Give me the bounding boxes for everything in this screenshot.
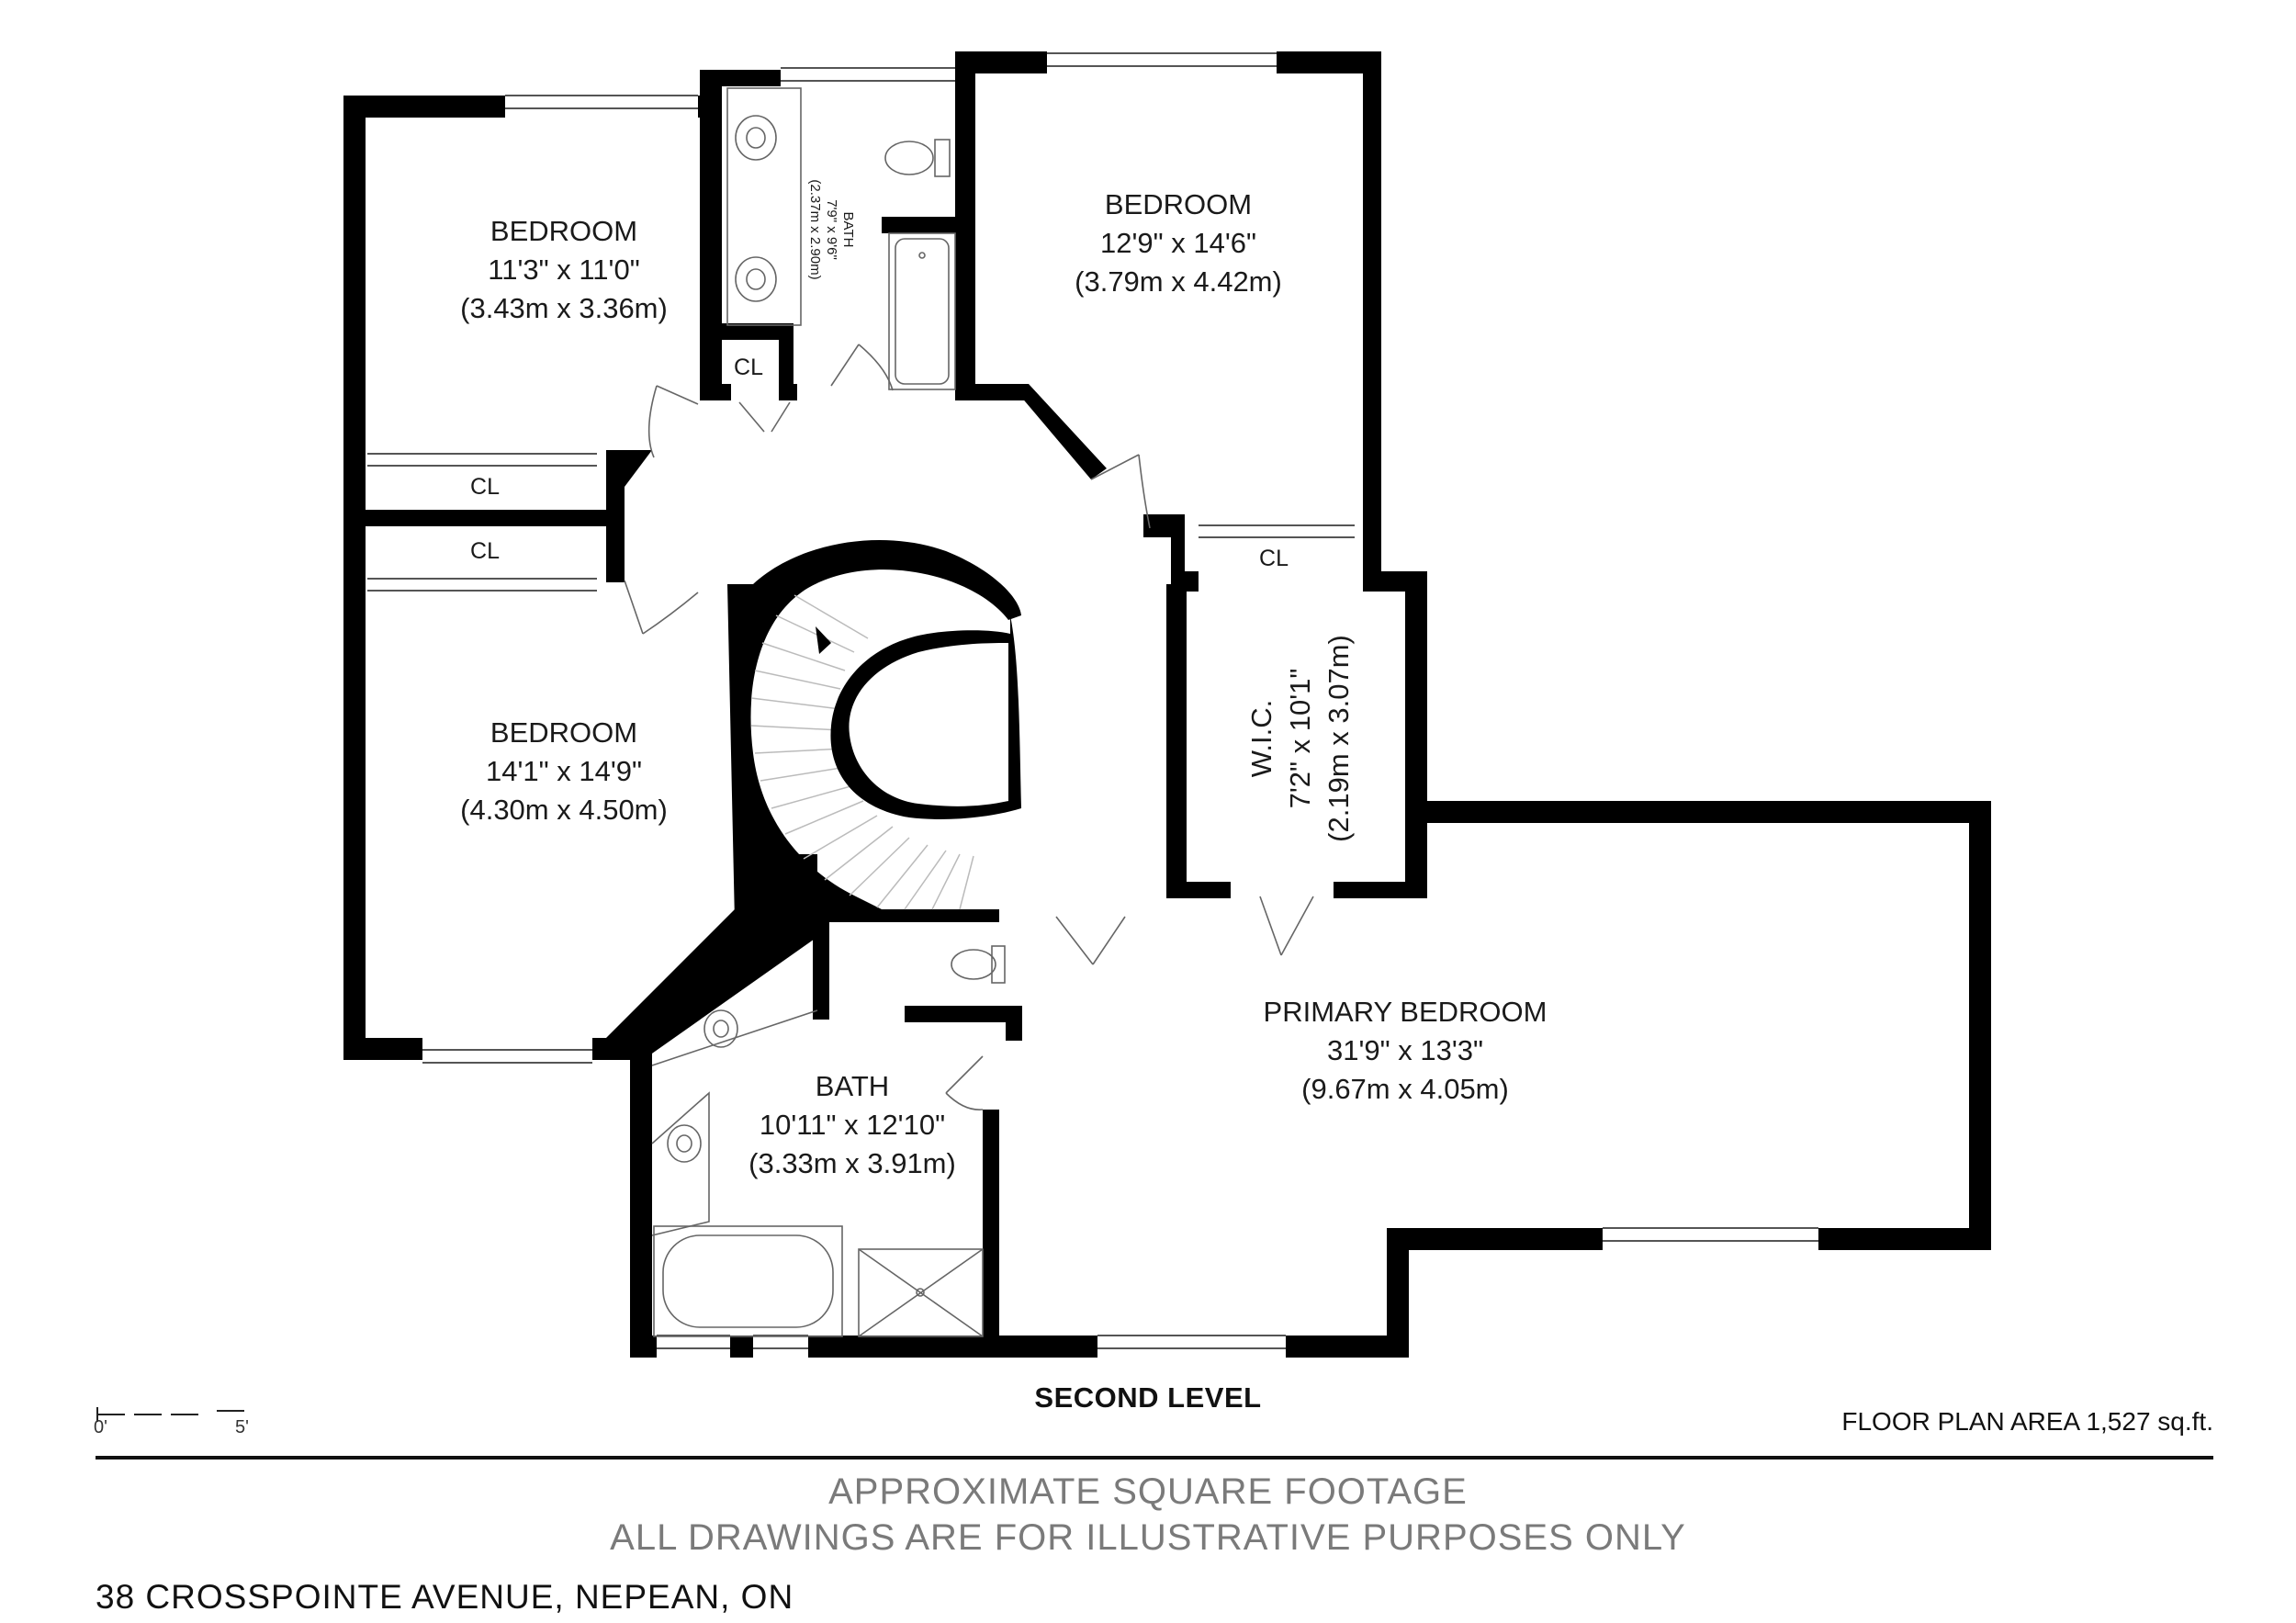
scale-bar bbox=[96, 1407, 244, 1422]
walls bbox=[343, 51, 1991, 1358]
upper-bath-fixtures bbox=[726, 87, 956, 390]
disclaimer-line-1: APPROXIMATE SQUARE FOOTAGE bbox=[828, 1471, 1468, 1512]
doors bbox=[624, 344, 1314, 1110]
svg-text:7'9" x 9'6": 7'9" x 9'6" bbox=[824, 199, 839, 260]
svg-text:BEDROOM: BEDROOM bbox=[1105, 188, 1252, 220]
svg-text:31'9" x 13'3": 31'9" x 13'3" bbox=[1327, 1034, 1483, 1066]
svg-text:BATH: BATH bbox=[840, 212, 856, 248]
svg-text:11'3" x 11'0": 11'3" x 11'0" bbox=[488, 254, 639, 286]
room-label-primary-bedroom: PRIMARY BEDROOM 31'9" x 13'3" (9.67m x 4… bbox=[1264, 996, 1548, 1105]
closet-tracks bbox=[367, 453, 1355, 592]
svg-text:(3.33m x 3.91m): (3.33m x 3.91m) bbox=[748, 1147, 956, 1179]
level-title: SECOND LEVEL bbox=[1034, 1381, 1262, 1414]
lower-bath-fixtures bbox=[651, 945, 1006, 1337]
svg-text:(3.79m x 4.42m): (3.79m x 4.42m) bbox=[1075, 265, 1282, 298]
svg-text:(2.19m x 3.07m): (2.19m x 3.07m) bbox=[1322, 635, 1355, 842]
svg-text:PRIMARY BEDROOM: PRIMARY BEDROOM bbox=[1264, 996, 1548, 1028]
svg-text:(3.43m x 3.36m): (3.43m x 3.36m) bbox=[460, 292, 668, 324]
svg-text:12'9" x 14'6": 12'9" x 14'6" bbox=[1100, 227, 1256, 259]
svg-text:BATH: BATH bbox=[816, 1070, 889, 1102]
windows bbox=[422, 52, 1818, 1349]
divider bbox=[96, 1456, 2213, 1460]
svg-text:7'2" x 10'1": 7'2" x 10'1" bbox=[1284, 669, 1316, 809]
room-label-bedroom-w: BEDROOM 14'1" x 14'9" (4.30m x 4.50m) bbox=[460, 716, 668, 826]
closet-label: CL bbox=[470, 538, 500, 564]
room-label-bedroom-ne: BEDROOM 12'9" x 14'6" (3.79m x 4.42m) bbox=[1075, 188, 1282, 298]
address: 38 CROSSPOINTE AVENUE, NEPEAN, ON bbox=[96, 1578, 794, 1616]
closet-label: CL bbox=[470, 474, 500, 500]
svg-text:(2.37m x 2.90m): (2.37m x 2.90m) bbox=[807, 179, 823, 279]
spiral-stair bbox=[727, 539, 1021, 922]
closet-label: CL bbox=[1259, 546, 1289, 571]
svg-text:14'1" x 14'9": 14'1" x 14'9" bbox=[486, 755, 642, 787]
room-label-bath-lower: BATH 10'11" x 12'10" (3.33m x 3.91m) bbox=[748, 1070, 956, 1179]
svg-text:W.I.C.: W.I.C. bbox=[1245, 700, 1277, 777]
svg-text:BEDROOM: BEDROOM bbox=[490, 215, 637, 247]
svg-text:(9.67m x 4.05m): (9.67m x 4.05m) bbox=[1301, 1073, 1509, 1105]
disclaimer-line-2: ALL DRAWINGS ARE FOR ILLUSTRATIVE PURPOS… bbox=[610, 1517, 1686, 1558]
scale-start: 0' bbox=[94, 1417, 107, 1437]
scale-end: 5' bbox=[235, 1417, 249, 1437]
svg-text:(4.30m x 4.50m): (4.30m x 4.50m) bbox=[460, 794, 668, 826]
closet-label: CL bbox=[734, 355, 763, 380]
room-label-bedroom-nw: BEDROOM 11'3" x 11'0" (3.43m x 3.36m) bbox=[460, 215, 668, 324]
floor-plan-area: FLOOR PLAN AREA 1,527 sq.ft. bbox=[1841, 1407, 2213, 1436]
room-label-wic: W.I.C. 7'2" x 10'1" (2.19m x 3.07m) bbox=[1245, 635, 1355, 842]
room-label-bath-upper: BATH 7'9" x 9'6" (2.37m x 2.90m) bbox=[807, 179, 856, 279]
svg-text:10'11" x 12'10": 10'11" x 12'10" bbox=[760, 1109, 945, 1141]
svg-text:BEDROOM: BEDROOM bbox=[490, 716, 637, 749]
